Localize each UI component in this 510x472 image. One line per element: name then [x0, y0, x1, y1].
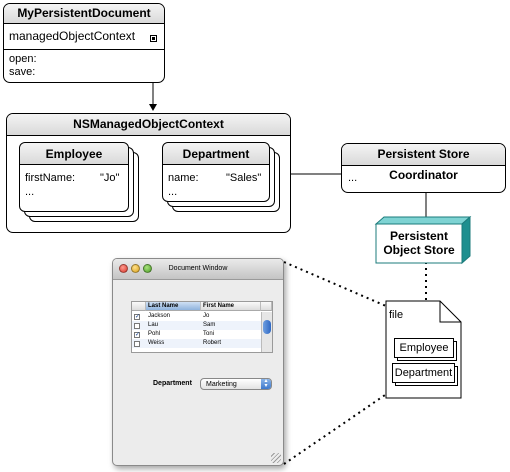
row-checkbox[interactable]: ✓ — [134, 314, 141, 320]
table-row[interactable]: ✓ Pohl Toni — [132, 330, 261, 339]
row-checkbox[interactable] — [134, 341, 140, 347]
table-vertical-scrollbar[interactable] — [261, 312, 272, 352]
first-name-cell: Toni — [203, 331, 215, 337]
persistent-document-title: MyPersistentDocument — [4, 4, 164, 24]
row-checkbox[interactable] — [134, 323, 140, 329]
employee-field-value: "Jo" — [100, 172, 120, 184]
file-label: file — [389, 309, 404, 321]
table-row[interactable]: Lau Sam — [132, 321, 261, 330]
last-name-column-header[interactable]: Last Name — [146, 302, 201, 311]
header-corner — [261, 302, 272, 311]
persistent-store-coordinator-box: Persistent Store Coordinator ... — [341, 143, 506, 193]
checkbox-column-header[interactable] — [132, 302, 146, 311]
scrollbar-thumb[interactable] — [263, 320, 271, 334]
last-name-cell: Weiss — [148, 340, 165, 346]
department-object: Department name: "Sales" ... — [162, 142, 270, 202]
employee-object: Employee firstName: "Jo" ... — [19, 142, 129, 212]
last-name-cell: Pohl — [148, 331, 161, 337]
store-label-line2: Object Store — [383, 243, 455, 257]
department-popup-value: Marketing — [206, 381, 237, 388]
document-window-title: Document Window — [168, 265, 228, 272]
department-popup-label: Department — [153, 380, 192, 387]
window-file-dotted-line-bottom — [283, 392, 389, 465]
document-divider — [4, 49, 164, 50]
first-name-cell: Robert — [203, 340, 222, 346]
document-window-titlebar: Document Window — [113, 259, 283, 280]
row-checkbox[interactable]: ✓ — [134, 332, 141, 338]
store-label-line1: Persistent — [389, 229, 449, 243]
minimize-button-icon[interactable] — [131, 264, 140, 273]
coordinator-more: ... — [348, 172, 358, 184]
employee-more: ... — [25, 186, 35, 198]
popup-arrows-icon: ▴▾ — [261, 378, 271, 389]
file-employee-entity: Employee — [394, 338, 454, 358]
last-name-cell: Jackson — [148, 313, 171, 319]
document-window: Document Window Last Name First Name ✓ J… — [112, 258, 284, 466]
department-field-name: name: — [168, 172, 199, 184]
context-pointer-dot — [150, 35, 157, 42]
department-field-value: "Sales" — [226, 172, 262, 184]
coordinator-title: Persistent Store Coordinator — [342, 144, 505, 182]
first-name-cell: Sam — [203, 322, 216, 328]
first-name-column-header[interactable]: First Name — [201, 302, 261, 311]
department-popup-button[interactable]: Marketing ▴▾ — [200, 378, 272, 390]
close-button-icon[interactable] — [119, 264, 128, 273]
department-more: ... — [168, 186, 178, 198]
managed-object-context-title: NSManagedObjectContext — [7, 114, 290, 136]
employee-field-name: firstName: — [25, 172, 76, 184]
employee-title: Employee — [20, 143, 128, 165]
open-method: open: — [9, 53, 37, 65]
zoom-button-icon[interactable] — [143, 264, 152, 273]
resize-grip-icon[interactable] — [271, 453, 281, 463]
table-row[interactable]: Weiss Robert — [132, 339, 261, 348]
last-name-cell: Lau — [148, 322, 159, 328]
file-department-entity: Department — [392, 363, 455, 383]
save-method: save: — [9, 66, 36, 78]
first-name-cell: Jo — [203, 313, 210, 319]
managed-object-context-property: managedObjectContext — [9, 29, 136, 43]
employee-table: Last Name First Name ✓ Jackson Jo Lau Sa… — [131, 301, 273, 353]
persistent-object-store-icon — [374, 216, 472, 265]
department-title: Department — [163, 143, 269, 165]
window-file-dotted-line-top — [283, 261, 387, 307]
persistent-document-box: MyPersistentDocument managedObjectContex… — [3, 3, 165, 83]
table-row[interactable]: ✓ Jackson Jo — [132, 312, 261, 321]
